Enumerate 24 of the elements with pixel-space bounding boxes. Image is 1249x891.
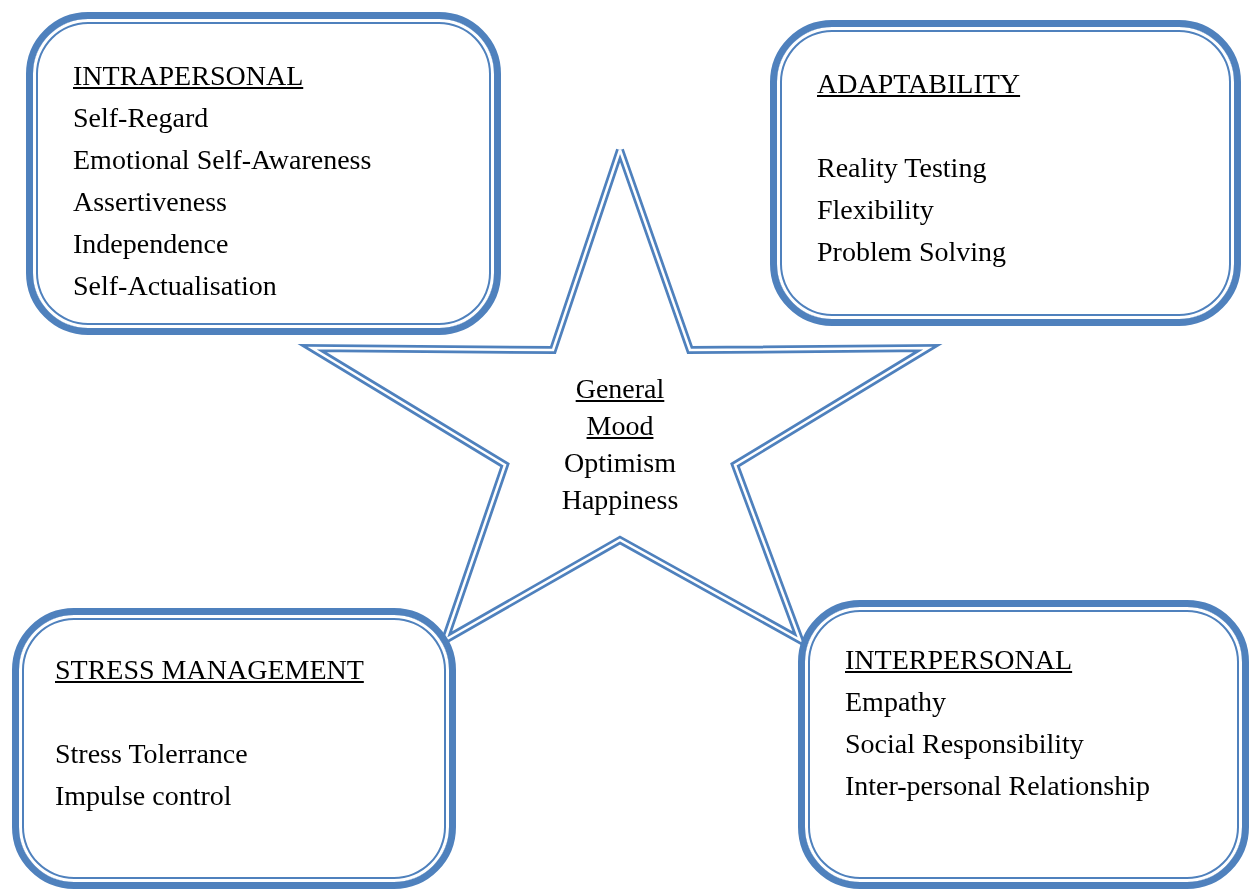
rounded-box xyxy=(26,12,501,335)
item-text: Inter-personal Relationship xyxy=(845,769,1151,803)
item-text: Flexibility xyxy=(817,193,934,227)
heading: General Mood xyxy=(574,372,666,443)
item-text: Happiness xyxy=(560,483,680,517)
item-text: Emotional Self-Awareness xyxy=(73,143,372,177)
item-text: Independence xyxy=(73,227,229,261)
item-text: Social Responsibility xyxy=(845,727,1084,761)
item-text: Assertiveness xyxy=(73,185,227,219)
item-text: Self-Regard xyxy=(73,101,209,135)
item-text: Self-Actualisation xyxy=(73,269,277,303)
item-text: Optimism xyxy=(563,446,677,480)
rounded-box xyxy=(770,20,1241,326)
item-text: Problem Solving xyxy=(817,235,1006,269)
item-text: Reality Testing xyxy=(817,151,987,185)
item-text: Stress Tolerrance xyxy=(55,737,248,771)
rounded-box xyxy=(798,600,1249,889)
heading: INTRAPERSONAL xyxy=(73,59,304,93)
item-text: Impulse control xyxy=(55,779,232,813)
heading: ADAPTABILITY xyxy=(817,67,1021,101)
rounded-box xyxy=(12,608,456,889)
heading: STRESS MANAGEMENT xyxy=(55,653,364,687)
heading: INTERPERSONAL xyxy=(845,643,1073,677)
item-text: Empathy xyxy=(845,685,947,719)
